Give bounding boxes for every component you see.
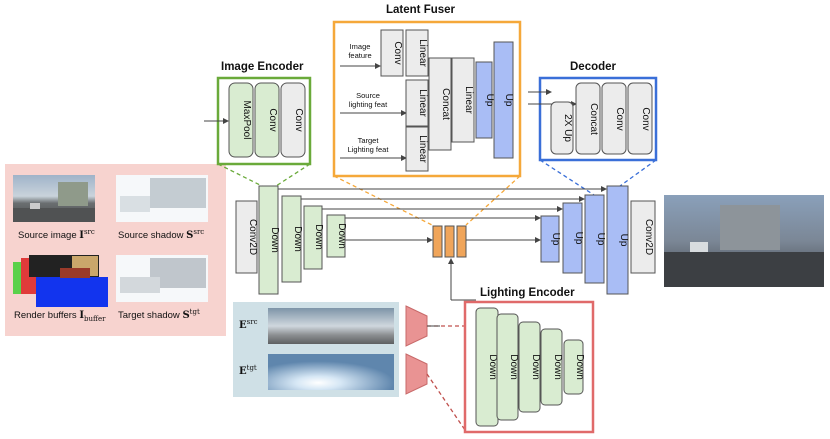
svg-text:Conv: Conv [267, 108, 278, 131]
decoder-conv-1: Conv [601, 82, 627, 155]
unet-down-3: Down [303, 205, 324, 270]
image-encoder-maxpool: MaxPool [228, 82, 254, 158]
svg-text:Down: Down [574, 354, 585, 380]
fuser-linear-out: Linear [451, 57, 475, 143]
unet: Conv2D Down Down Down Down Up [235, 185, 656, 327]
svg-text:Concat: Concat [440, 88, 451, 120]
unet-up-1: Up [540, 215, 561, 263]
svg-text:Conv2D: Conv2D [247, 219, 258, 255]
source-image-thumbnail [13, 175, 95, 222]
svg-text:Up: Up [503, 94, 514, 107]
svg-text:Conv2D: Conv2D [643, 219, 654, 255]
fuser-up-2: Up [493, 41, 514, 159]
svg-text:MaxPool: MaxPool [241, 101, 252, 140]
svg-text:Up: Up [550, 233, 561, 246]
image-encoder-conv-2: Conv [280, 82, 306, 158]
lighting-encoder-title: Lighting Encoder [480, 287, 575, 299]
unet-up-3: Up [584, 194, 606, 284]
svg-text:Down: Down [530, 354, 541, 380]
svg-text:Linear: Linear [417, 135, 428, 163]
image-encoder-title: Image Encoder [221, 61, 304, 73]
latent-fuser-title: Latent Fuser [386, 4, 456, 16]
env-map-panel: Esrc Etgt [233, 302, 399, 397]
svg-text:Down: Down [552, 354, 563, 380]
decoder: Decoder 2X Up Concat Conv Conv [528, 61, 658, 196]
env-src-encoder-trapezoid [405, 305, 428, 347]
lighting-encoder-frame [463, 300, 595, 434]
fuser-up-1: Up [475, 61, 495, 139]
image-encoder-conv-1: Conv [254, 82, 280, 158]
env-tgt-image [268, 354, 394, 390]
svg-text:Linear: Linear [417, 89, 428, 117]
fuser-linear-3: Linear [405, 126, 429, 172]
svg-text:Conv: Conv [293, 108, 304, 131]
unet-down-4: Down [326, 214, 347, 258]
svg-text:Linear: Linear [417, 39, 428, 67]
svg-text:Conv: Conv [614, 107, 625, 130]
unet-conv2d-in: Conv2D [235, 200, 258, 274]
svg-text:Down: Down [336, 223, 347, 249]
lighting-encoder-down-1: Down [475, 307, 499, 427]
svg-text:Up: Up [595, 233, 606, 246]
svg-text:Down: Down [269, 227, 280, 253]
render-buffers-thumbnail [13, 255, 108, 307]
env-tgt-label: Etgt [239, 364, 257, 377]
env-src-label: Esrc [239, 318, 258, 331]
unet-conv2d-out: Conv2D [630, 200, 656, 274]
decoder-concat: Concat [575, 82, 601, 155]
fuser-conv: Conv [380, 29, 404, 77]
svg-text:Up: Up [484, 94, 495, 107]
input-panel: Source image Isrc Source shadow Ssrc Ren… [5, 164, 226, 336]
source-image-caption: Source image Isrc [18, 228, 95, 241]
fuser-concat: Concat [428, 57, 452, 151]
unet-up-4: Up [606, 185, 629, 295]
svg-text:Down: Down [313, 224, 324, 250]
unet-bottleneck [432, 225, 467, 258]
lighting-encoder-down-3: Down [518, 321, 541, 413]
svg-text:Conv: Conv [640, 107, 651, 130]
image-encoder: Image Encoder MaxPool Conv Conv [204, 61, 312, 187]
svg-text:Concat: Concat [588, 103, 599, 135]
decoder-title: Decoder [570, 61, 617, 73]
svg-text:Down: Down [508, 354, 519, 380]
target-shadow-thumbnail [116, 255, 208, 302]
unet-down-1: Down [258, 185, 280, 295]
lighting-encoder: Lighting Encoder Down Down Down Down Dow… [463, 287, 595, 434]
render-buffers-caption: Render buffers Ibuffer [14, 310, 106, 323]
svg-text:2X Up: 2X Up [562, 114, 573, 142]
latent-fuser-frame [332, 20, 522, 178]
svg-text:Up: Up [618, 234, 629, 247]
fuser-linear-2: Linear [405, 79, 429, 127]
fuser-linear-1: Linear [405, 29, 429, 77]
output-image [664, 195, 824, 287]
decoder-conv-2: Conv [627, 82, 653, 155]
decoder-2x-up: 2X Up [550, 101, 574, 155]
svg-text:Conv: Conv [392, 41, 403, 64]
decoder-frame [538, 76, 658, 162]
svg-text:Down: Down [487, 354, 498, 380]
lighting-encoder-down-2: Down [496, 313, 519, 421]
unet-up-2: Up [562, 202, 584, 274]
svg-text:Down: Down [292, 226, 303, 252]
target-shadow-caption: Target shadow Stgt [118, 308, 200, 321]
lighting-encoder-down-4: Down [540, 328, 563, 406]
source-shadow-thumbnail [116, 175, 208, 222]
env-src-image [268, 308, 394, 344]
lighting-encoder-down-5: Down [563, 339, 585, 395]
svg-text:Up: Up [573, 232, 584, 245]
env-tgt-encoder-trapezoid [405, 353, 428, 395]
source-shadow-caption: Source shadow Ssrc [118, 228, 204, 241]
unet-down-2: Down [281, 195, 303, 283]
svg-text:Linear: Linear [463, 86, 474, 114]
